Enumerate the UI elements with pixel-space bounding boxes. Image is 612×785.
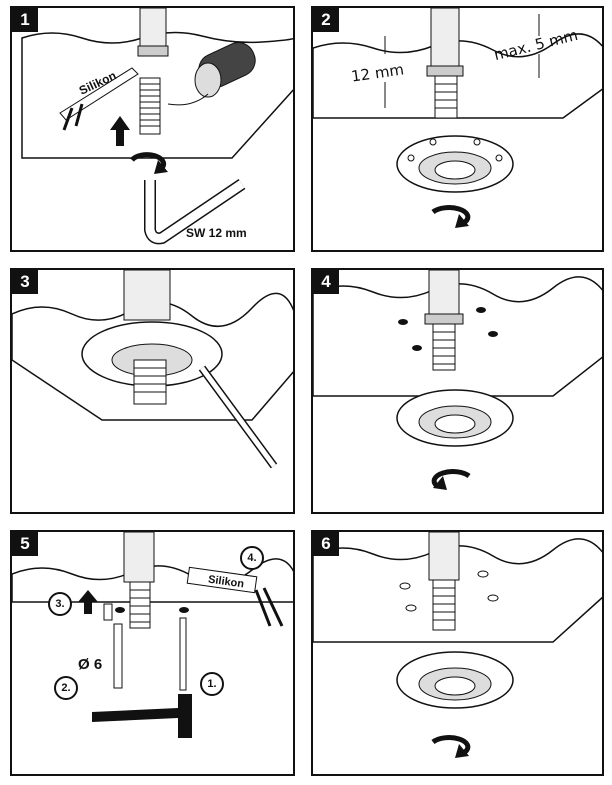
step-1-illustration bbox=[21, 8, 293, 245]
step-label-4: 4. bbox=[240, 546, 264, 570]
step-2-illustration bbox=[313, 8, 602, 228]
up-arrow-icon bbox=[110, 116, 130, 146]
step-label-2: 2. bbox=[54, 676, 78, 700]
step-4-panel: 4 bbox=[311, 268, 604, 514]
step-5-illustration bbox=[12, 532, 293, 738]
step-number: 4 bbox=[313, 270, 339, 294]
wrench-size-label: SW 12 mm bbox=[186, 226, 247, 240]
rotate-icon bbox=[130, 152, 168, 174]
step-number: 3 bbox=[12, 270, 38, 294]
cartridge-icon bbox=[167, 42, 256, 106]
up-arrow-icon bbox=[78, 590, 98, 614]
punch-icon bbox=[179, 607, 189, 691]
step-6-panel: 6 bbox=[311, 530, 604, 776]
step-number: 5 bbox=[12, 532, 38, 556]
flange-icon bbox=[396, 389, 514, 447]
dowel-screw-icon bbox=[103, 603, 125, 621]
step-3-illustration bbox=[12, 270, 293, 469]
step-3-panel: 3 bbox=[10, 268, 295, 514]
step-6-illustration bbox=[313, 532, 602, 758]
dowel-marks bbox=[399, 570, 499, 612]
step-number: 1 bbox=[12, 8, 38, 32]
sealant-gun-icon bbox=[59, 67, 139, 131]
drill-bit-icon bbox=[113, 623, 123, 689]
threaded-rod-icon bbox=[139, 77, 161, 135]
step-1-panel: 1 Silikon SW 12 mm bbox=[10, 6, 295, 252]
drill-size-label: Ø 6 bbox=[78, 656, 103, 673]
step-label-1: 1. bbox=[200, 672, 224, 696]
step-number: 2 bbox=[313, 8, 339, 32]
step-2-panel: 2 12 mm max. 5 mm bbox=[311, 6, 604, 252]
step-5-panel: 5 3. 4. 2. 1. Ø 6 Silikon bbox=[10, 530, 295, 776]
rotate-icon bbox=[431, 735, 471, 758]
step-label-3: 3. bbox=[48, 592, 72, 616]
step-4-illustration bbox=[313, 270, 602, 490]
flange-icon bbox=[396, 135, 514, 193]
hex-key-icon bbox=[144, 179, 246, 245]
rotate-icon bbox=[431, 205, 471, 228]
hex-key-icon bbox=[198, 365, 278, 469]
drill-hole-marks bbox=[398, 307, 498, 351]
step-number: 6 bbox=[313, 532, 339, 556]
rotate-icon bbox=[431, 469, 471, 490]
hammer-icon bbox=[92, 694, 192, 738]
flange-icon bbox=[396, 651, 514, 709]
sealant-gun-icon bbox=[186, 566, 284, 627]
